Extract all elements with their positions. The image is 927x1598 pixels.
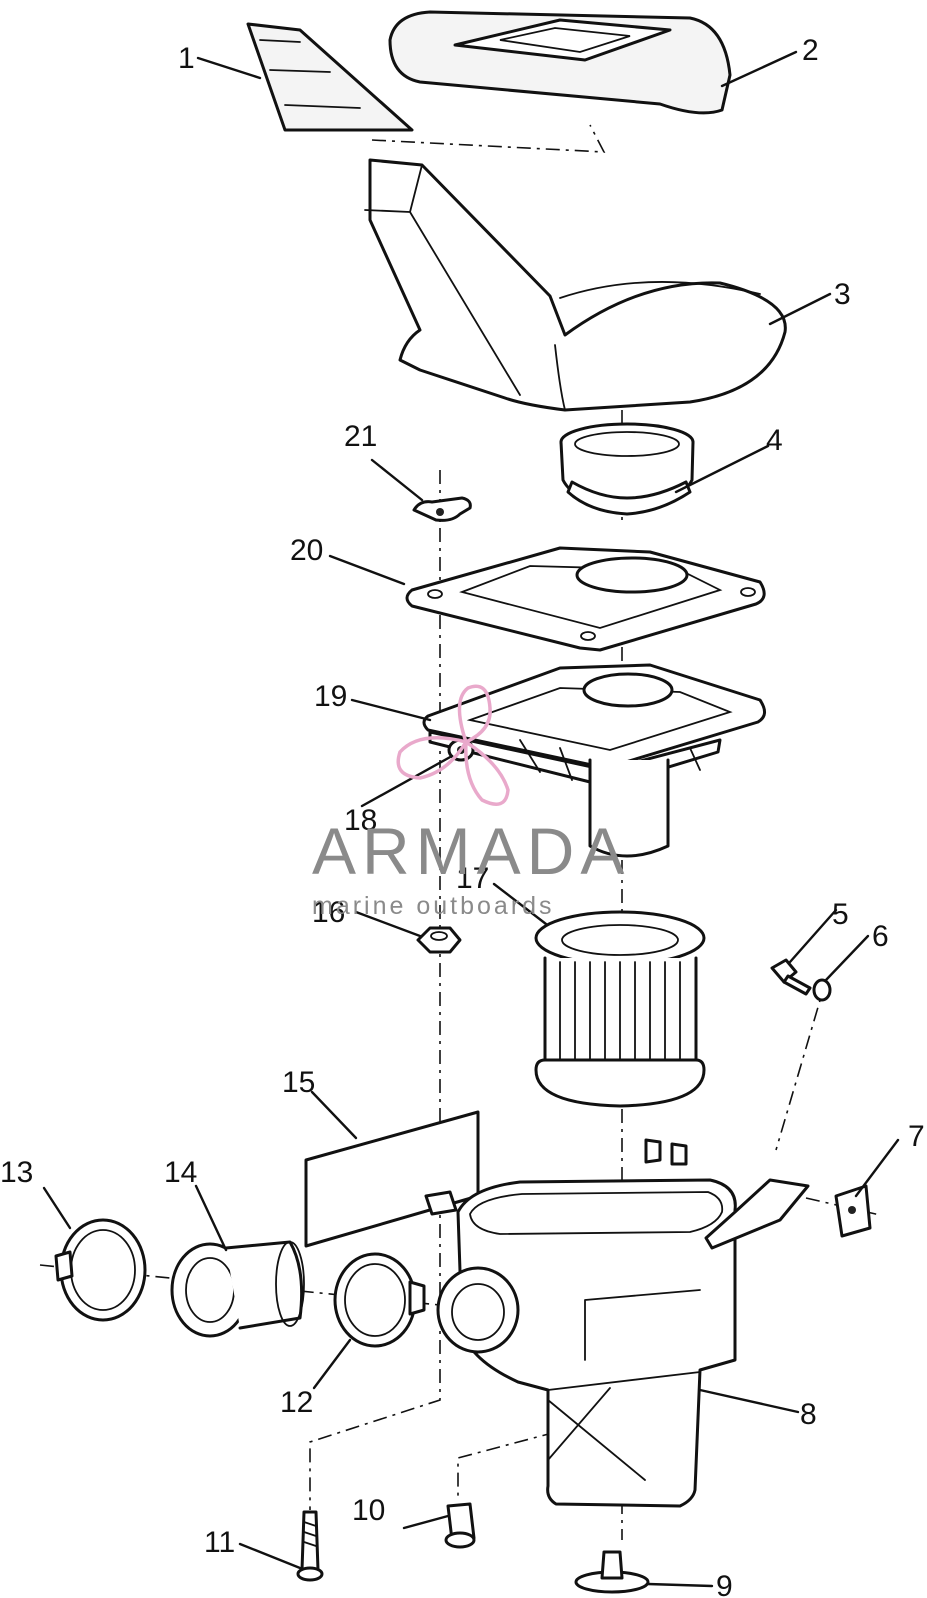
part-6-washer <box>812 978 832 1002</box>
part-17-filter-element <box>534 910 706 1108</box>
callout-9: 9 <box>716 1570 733 1598</box>
callout-17: 17 <box>456 862 489 895</box>
assembly-axis-stud <box>309 470 441 1510</box>
part-10-drain-fitting <box>444 1502 476 1549</box>
callout-2: 2 <box>802 34 819 67</box>
assembly-axis-drain <box>457 1431 557 1500</box>
part-15-label <box>304 1110 480 1248</box>
watermark: ARMADA marine outboards <box>312 684 630 920</box>
watermark-propeller-logo <box>396 684 510 806</box>
callout-8: 8 <box>800 1398 817 1431</box>
part-16-nut <box>416 926 462 954</box>
part-20-case-cover <box>405 546 766 652</box>
callout-5: 5 <box>832 898 849 931</box>
callout-21: 21 <box>344 420 377 453</box>
callout-19: 19 <box>314 680 347 713</box>
part-9-drain-valve <box>574 1550 650 1594</box>
part-14-intake-hose <box>170 1240 305 1338</box>
callout-14: 14 <box>164 1156 197 1189</box>
part-5-bolt <box>770 958 812 996</box>
assembly-axis-top <box>371 124 606 153</box>
callout-7: 7 <box>908 1120 925 1153</box>
part-11-stud <box>296 1510 324 1582</box>
part-19-housing-lid <box>422 663 766 858</box>
callout-3: 3 <box>834 278 851 311</box>
callout-10: 10 <box>352 1494 385 1527</box>
callout-4: 4 <box>766 424 783 457</box>
callout-1: 1 <box>178 42 195 75</box>
callout-12: 12 <box>280 1386 313 1419</box>
assembly-axis-bracket <box>775 979 881 1216</box>
callout-6: 6 <box>872 920 889 953</box>
part-2-foam-seal <box>388 10 732 115</box>
part-3-silencer-cover <box>364 158 787 412</box>
callout-20: 20 <box>290 534 323 567</box>
part-21-wing-nut <box>412 496 472 522</box>
callout-15: 15 <box>282 1066 315 1099</box>
watermark-brand: ARMADA <box>312 814 630 888</box>
part-12-clamp <box>333 1252 426 1348</box>
part-13-clamp <box>54 1218 147 1322</box>
part-4-boot <box>559 422 695 516</box>
callout-11: 11 <box>204 1526 235 1559</box>
part-1-intake-pad <box>246 22 414 132</box>
callout-18: 18 <box>344 804 377 837</box>
callout-16: 16 <box>312 896 345 929</box>
part-8-airbox <box>424 1138 810 1508</box>
leader-lines <box>42 50 900 1588</box>
watermark-tagline: marine outboards <box>312 892 555 920</box>
callout-13: 13 <box>0 1156 33 1189</box>
part-7-clip <box>834 1184 872 1238</box>
callout-numbers: 1 2 3 4 5 6 7 8 9 10 11 12 13 14 15 16 1… <box>0 34 925 1598</box>
